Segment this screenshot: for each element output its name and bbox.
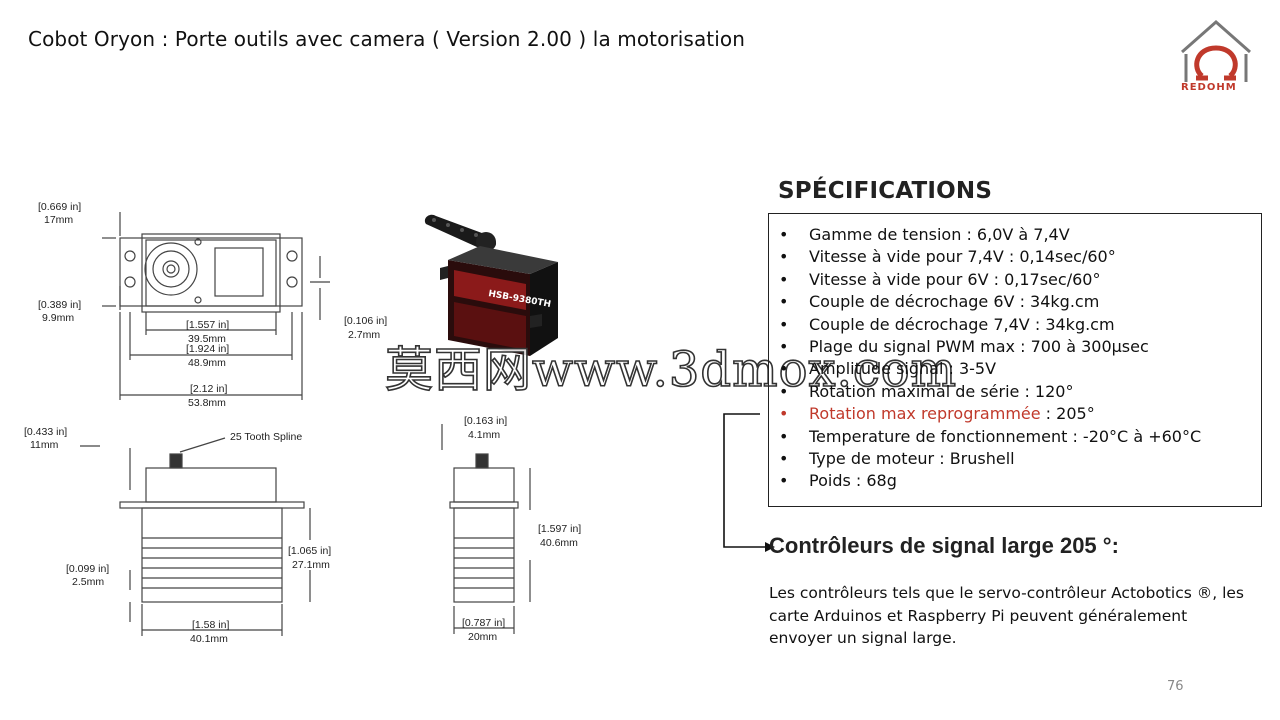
- top-mid-in: [1.924 in]: [186, 343, 229, 355]
- side-top-mm: 4.1mm: [468, 429, 500, 441]
- bullet-icon: •: [779, 381, 789, 401]
- front-height-in: [1.065 in]: [288, 545, 331, 557]
- spec-item: •Gamme de tension : 6,0V à 7,4V: [779, 224, 1261, 246]
- bullet-icon: •: [779, 269, 789, 289]
- spec-item-highlight: • Rotation max reprogrammée : 205°: [779, 403, 1261, 425]
- bullet-icon: •: [779, 337, 789, 357]
- top-side-mm: 9.9mm: [42, 312, 74, 324]
- controllers-heading: Contrôleurs de signal large 205 °:: [769, 533, 1119, 558]
- side-view-drawing: [0.163 in] 4.1mm [1.597 in] 40.6mm [0.78…: [441, 415, 581, 643]
- top-side-in: [0.389 in]: [38, 299, 81, 311]
- spline-label: 25 Tooth Spline: [230, 431, 302, 443]
- connector-arrow-icon: [723, 413, 775, 552]
- spec-item: •Couple de décrochage 7,4V : 34kg.cm: [779, 314, 1261, 336]
- spec-item: •Type de moteur : Brushell: [779, 448, 1261, 470]
- bullet-icon: •: [779, 292, 789, 312]
- spec-item: •Temperature de fonctionnement : -20°C à…: [779, 426, 1261, 448]
- top-inner-in: [1.557 in]: [186, 319, 229, 331]
- bullet-icon: •: [779, 404, 789, 424]
- bullet-icon: •: [779, 247, 789, 267]
- bullet-icon: •: [779, 471, 789, 491]
- redohm-logo: [1181, 19, 1251, 82]
- top-inner-mm: 39.5mm: [188, 333, 226, 345]
- spec-item: •Poids : 68g: [779, 470, 1261, 492]
- top-total-in: [2.12 in]: [190, 383, 227, 395]
- front-bottom-mm: 2.5mm: [72, 576, 104, 588]
- servo-photo: HSB-9380TH: [424, 214, 558, 356]
- highlight-label: Rotation max reprogrammée: [809, 404, 1041, 424]
- servo-dimension-drawing: [0.669 in] 17mm [0.389 in] 9.9mm [1.557 …: [24, 201, 387, 645]
- bullet-icon: •: [779, 449, 789, 469]
- side-height-mm: 40.6mm: [540, 537, 578, 549]
- bullet-icon: •: [779, 426, 789, 446]
- top-view-drawing: [102, 212, 330, 400]
- front-top-in: [0.433 in]: [24, 426, 67, 438]
- side-height-in: [1.597 in]: [538, 523, 581, 535]
- top-right-mm: 2.7mm: [348, 329, 380, 341]
- spec-item: •Amplitude signal : 3-5V: [779, 358, 1261, 380]
- top-right-in: [0.106 in]: [344, 315, 387, 327]
- front-top-mm: 11mm: [30, 439, 59, 451]
- logo-text: REDOHM: [1181, 82, 1237, 93]
- front-bottom-in: [0.099 in]: [66, 563, 109, 575]
- top-width-mm: 17mm: [44, 214, 73, 226]
- front-width-mm: 40.1mm: [190, 633, 228, 645]
- side-width-in: [0.787 in]: [462, 617, 505, 629]
- top-total-mm: 53.8mm: [188, 397, 226, 409]
- bullet-icon: •: [779, 359, 789, 379]
- slide-title: Cobot Oryon : Porte outils avec camera (…: [28, 27, 746, 51]
- highlight-value: : 205°: [1040, 404, 1095, 424]
- page-number: 76: [1167, 679, 1184, 694]
- spec-item: •Vitesse à vide pour 7,4V : 0,14sec/60°: [779, 246, 1261, 268]
- bullet-icon: •: [779, 225, 789, 244]
- spec-item: •Couple de décrochage 6V : 34kg.cm: [779, 291, 1261, 313]
- front-width-in: [1.58 in]: [192, 619, 229, 631]
- spec-item: •Plage du signal PWM max : 700 à 300µsec: [779, 336, 1261, 358]
- spec-item: •Rotation maximal de série : 120°: [779, 381, 1261, 403]
- specs-box: •Gamme de tension : 6,0V à 7,4V •Vitesse…: [768, 213, 1262, 507]
- specs-heading: SPÉCIFICATIONS: [778, 178, 993, 204]
- front-view-drawing: [80, 437, 311, 636]
- top-width-in: [0.669 in]: [38, 201, 81, 213]
- spec-item: •Vitesse à vide pour 6V : 0,17sec/60°: [779, 269, 1261, 291]
- controllers-paragraph: Les contrôleurs tels que le servo-contrô…: [769, 584, 1245, 647]
- side-width-mm: 20mm: [468, 631, 497, 643]
- specs-list: •Gamme de tension : 6,0V à 7,4V •Vitesse…: [769, 214, 1261, 493]
- top-mid-mm: 48.9mm: [188, 357, 226, 369]
- side-top-in: [0.163 in]: [464, 415, 507, 427]
- watermark-text: 莫西网www.3dmox.com: [384, 341, 958, 399]
- bullet-icon: •: [779, 314, 789, 334]
- front-height-mm: 27.1mm: [292, 559, 330, 571]
